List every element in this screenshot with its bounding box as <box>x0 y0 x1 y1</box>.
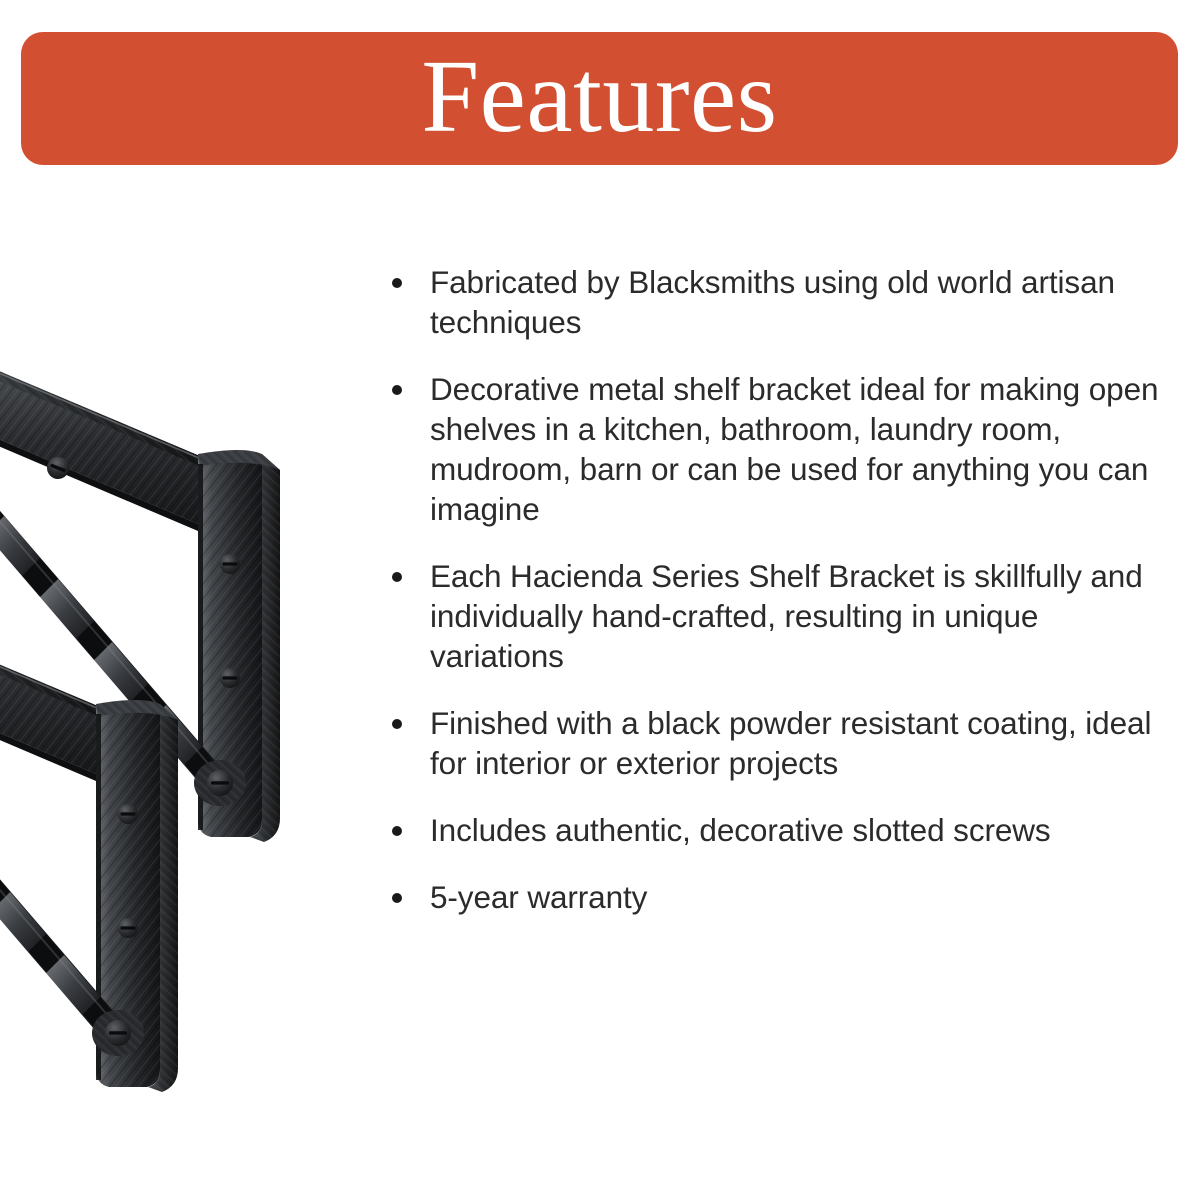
page-title: Features <box>421 38 778 154</box>
bullet-icon <box>392 572 402 582</box>
bullet-icon <box>392 278 402 288</box>
feature-text: Each Hacienda Series Shelf Bracket is sk… <box>430 558 1143 674</box>
product-photo <box>0 300 400 1100</box>
feature-item: Each Hacienda Series Shelf Bracket is sk… <box>386 556 1176 676</box>
feature-text: Decorative metal shelf bracket ideal for… <box>430 371 1159 527</box>
feature-item: Finished with a black powder resistant c… <box>386 703 1176 783</box>
bullet-icon <box>392 385 402 395</box>
feature-text: Finished with a black powder resistant c… <box>430 705 1152 781</box>
shelf-bracket-front <box>0 579 179 1093</box>
feature-item: 5-year warranty <box>386 877 1176 917</box>
feature-text: 5-year warranty <box>430 879 648 915</box>
bullet-icon <box>392 719 402 729</box>
feature-item: Fabricated by Blacksmiths using old worl… <box>386 262 1176 342</box>
bullet-icon <box>392 826 402 836</box>
header-banner: Features <box>21 32 1178 165</box>
features-list: Fabricated by Blacksmiths using old worl… <box>386 262 1176 917</box>
feature-text: Fabricated by Blacksmiths using old worl… <box>430 264 1115 340</box>
feature-item: Includes authentic, decorative slotted s… <box>386 810 1176 850</box>
shelf-bracket-illustration <box>0 329 281 1093</box>
bullet-icon <box>392 893 402 903</box>
feature-item: Decorative metal shelf bracket ideal for… <box>386 369 1176 529</box>
feature-text: Includes authentic, decorative slotted s… <box>430 812 1051 848</box>
